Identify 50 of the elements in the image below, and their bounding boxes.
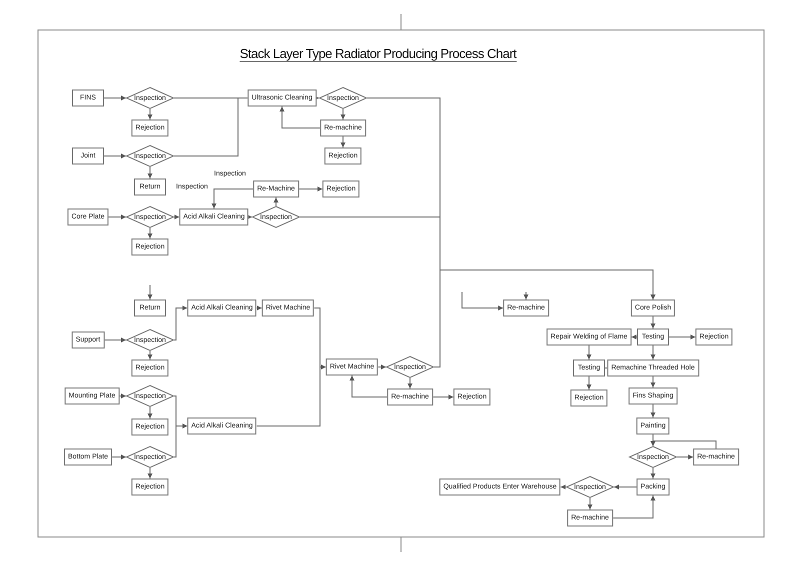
arrow [212,188,254,209]
arrow [148,468,152,479]
arrow [650,376,656,388]
arrow [650,440,716,449]
arrow [650,404,656,418]
arrow [148,108,152,120]
arrow [434,270,656,368]
arrow [104,338,126,342]
arrow [614,484,638,490]
arrow [148,406,152,419]
arrow [668,334,696,340]
arrow [630,334,638,340]
arrow [148,166,152,179]
arrow [118,394,126,398]
arrow [280,106,321,128]
arrow [462,292,504,310]
arrow [104,96,126,100]
arrow [274,197,278,206]
arrow [112,454,126,460]
arrow [148,228,152,239]
arrow [174,306,188,340]
arrow [586,345,592,360]
arrow [432,394,454,400]
arrow [650,345,656,360]
arrow [378,364,386,370]
arrow [340,108,346,120]
connector-line [174,98,248,156]
arrow [148,284,152,300]
arrow [148,350,152,360]
arrow [174,214,180,220]
arrow [676,454,694,460]
arrow [612,495,656,518]
arrow [650,316,656,329]
arrow [108,214,126,220]
arrow [650,468,656,479]
arrow [174,424,188,458]
arrow [256,364,326,426]
arrow [586,376,592,390]
arrow [298,186,323,192]
arrow [588,498,592,510]
arrow [247,214,252,220]
arrow [560,484,566,490]
arrow [350,375,388,398]
arrow [408,378,412,389]
arrow [256,306,262,310]
arrow [524,292,528,300]
arrow [314,96,320,100]
chart-title: Stack Layer Type Radiator Producing Process Chart [240,46,516,62]
arrow [104,154,126,158]
arrow [340,136,346,148]
